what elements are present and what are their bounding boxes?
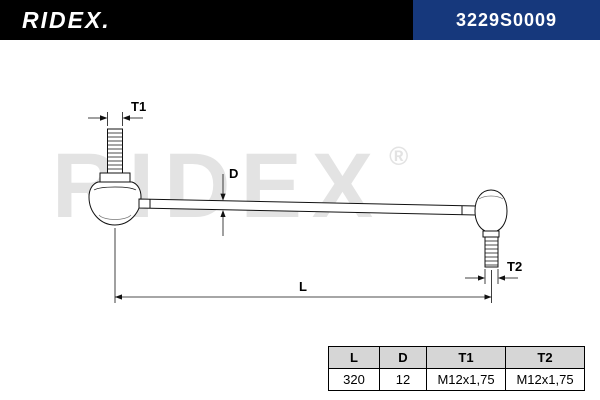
spec-table: L D T1 T2 320 12 M12x1,75 M12x1,75 [328,346,585,391]
spec-header-d: D [379,346,427,369]
spec-value-row: 320 12 M12x1,75 M12x1,75 [328,368,585,391]
label-d: D [229,166,238,181]
header-bar: RIDEX. 3229S0009 [0,0,600,40]
part-number-badge: 3229S0009 [413,0,600,40]
dimension-t2 [465,269,518,284]
spec-header-t1: T1 [426,346,506,369]
label-t2: T2 [507,259,522,274]
spec-value-l: 320 [328,368,380,391]
brand-logo: RIDEX. [22,6,111,33]
registered-trademark-icon: ® [389,141,409,171]
link-rod [138,198,477,216]
spec-value-t2: M12x1,75 [505,368,585,391]
right-ball-joint [474,189,508,268]
left-ball-joint [88,128,142,226]
dimension-l [114,228,492,303]
dimension-d [220,174,226,236]
spec-header-l: L [328,346,380,369]
spec-header-row: L D T1 T2 [328,346,585,369]
label-l: L [299,279,307,294]
spec-value-t1: M12x1,75 [426,368,506,391]
dimension-t1 [88,112,143,126]
spec-value-d: 12 [379,368,427,391]
spec-header-t2: T2 [505,346,585,369]
label-t1: T1 [131,99,146,114]
